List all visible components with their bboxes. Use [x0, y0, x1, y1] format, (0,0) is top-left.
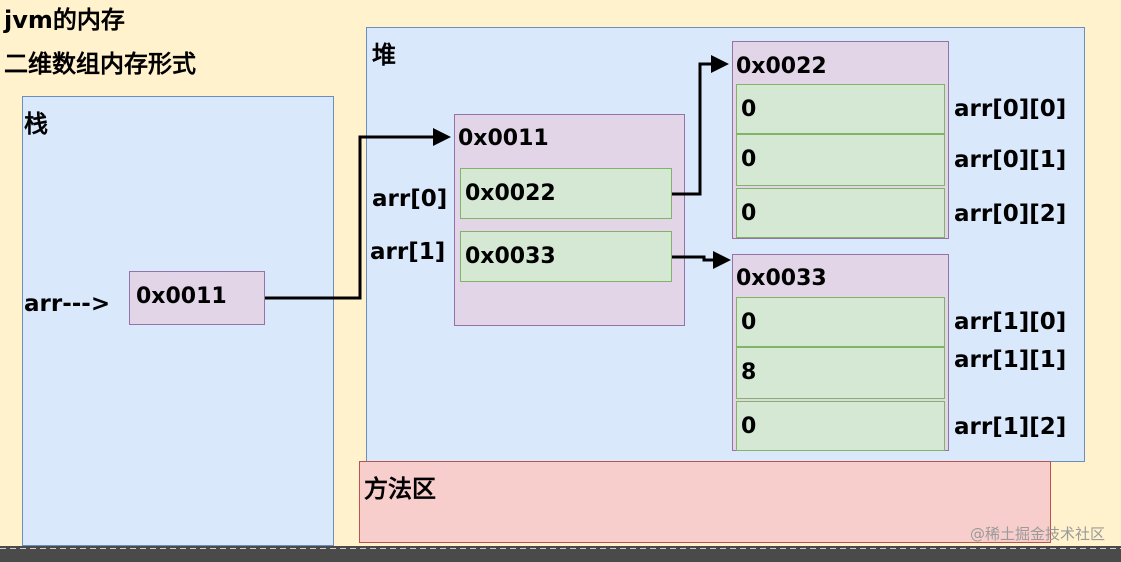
bottom-band [0, 546, 1121, 562]
stack-label: 栈 [24, 110, 48, 138]
inner-array-0-label-2: arr[0][2] [954, 201, 1067, 227]
watermark-text: @稀土掘金技术社区 [969, 525, 1105, 543]
outer-array-cell-0-value: 0x0022 [465, 181, 556, 206]
outer-array-label-0: arr[0] [372, 186, 448, 212]
inner-array-0-cell-0 [736, 84, 945, 134]
inner-array-1-label-2: arr[1][2] [954, 414, 1067, 440]
inner-array-1-cell-2 [736, 401, 945, 451]
inner-array-1-cell-2-value: 0 [741, 414, 757, 439]
method-area-region [359, 461, 1051, 543]
outer-array-cell-0 [460, 168, 672, 219]
inner-array-0-cell-1-value: 0 [741, 147, 757, 172]
inner-array-1-label-1: arr[1][1] [954, 347, 1067, 373]
inner-array-0-label-0: arr[0][0] [954, 96, 1067, 122]
title-line-1: jvm的内存 [4, 6, 125, 34]
inner-array-1-cell-1 [736, 347, 945, 399]
method-area-label: 方法区 [364, 475, 436, 503]
outer-array-cell-1-value: 0x0033 [465, 244, 556, 269]
outer-array-label-1: arr[1] [370, 239, 446, 265]
inner-array-0-cell-2-value: 0 [741, 201, 757, 226]
inner-array-1-label-0: arr[1][0] [954, 309, 1067, 335]
stack-var-label: arr---> [24, 291, 111, 317]
inner-array-0-cell-0-value: 0 [741, 97, 757, 122]
title-line-2: 二维数组内存形式 [4, 50, 196, 78]
inner-array-0-address: 0x0022 [736, 54, 827, 79]
inner-array-1-cell-0-value: 0 [741, 310, 757, 335]
inner-array-1-cell-1-value: 8 [741, 360, 757, 385]
inner-array-0-cell-1 [736, 134, 945, 186]
inner-array-0-cell-2 [736, 188, 945, 238]
inner-array-1-address: 0x0033 [736, 266, 827, 291]
outer-array-block [454, 114, 685, 326]
heap-label: 堆 [372, 41, 396, 69]
inner-array-1-cell-0 [736, 297, 945, 347]
outer-array-cell-1 [460, 231, 672, 282]
outer-array-address: 0x0011 [458, 126, 549, 151]
stack-ref-value: 0x0011 [136, 284, 227, 309]
stack-ref-cell [129, 271, 265, 325]
inner-array-0-label-1: arr[0][1] [954, 147, 1067, 173]
